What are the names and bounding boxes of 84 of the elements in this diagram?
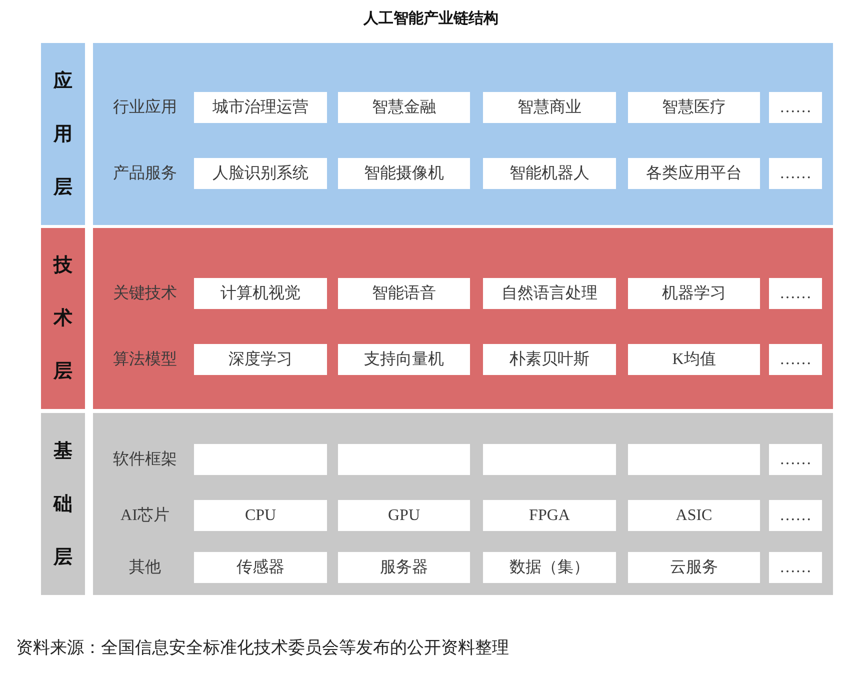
item-box (338, 278, 470, 309)
item-label: 支持向量机 (364, 350, 444, 370)
item-box (483, 500, 616, 531)
item-label: ASIC (676, 506, 712, 526)
layer-panel (93, 228, 833, 409)
item-box (628, 92, 760, 123)
item-box (769, 278, 822, 309)
item-label: CPU (244, 506, 276, 526)
item-label: 智慧商业 (518, 98, 582, 118)
row-label: 关键技术 (113, 284, 177, 304)
item-label: …… (780, 558, 812, 578)
item-label: …… (780, 506, 812, 526)
layer-panel (93, 43, 833, 225)
item-box (483, 278, 616, 309)
item-label: 自然语言处理 (502, 284, 598, 304)
item-label: …… (780, 284, 812, 304)
item-box (769, 552, 822, 583)
item-label: …… (780, 450, 812, 470)
item-label: 智慧金融 (372, 98, 436, 118)
item-label: GPU (388, 506, 420, 526)
item-box (194, 278, 327, 309)
item-box (194, 92, 327, 123)
item-box (338, 552, 470, 583)
item-label: …… (780, 98, 812, 118)
item-box (194, 444, 327, 475)
item-label: 深度学习 (228, 350, 292, 370)
item-box (483, 552, 616, 583)
layer-title: 应用层 (54, 70, 72, 200)
item-label: 智能语音 (372, 284, 436, 304)
row-label: 软件框架 (113, 450, 177, 470)
item-label: 城市治理运营 (212, 98, 308, 118)
item-label: 智慧医疗 (662, 98, 726, 118)
row-label: AI芯片 (120, 506, 170, 526)
diagram-title: 人工智能产业链结构 (364, 9, 498, 28)
item-box (338, 158, 470, 189)
item-label: 人脸识别系统 (212, 164, 308, 184)
layer-band (41, 43, 85, 225)
row-label: 产品服务 (113, 164, 177, 184)
item-label: 各类应用平台 (646, 164, 742, 184)
layer-title: 技术层 (54, 254, 72, 384)
item-box (483, 92, 616, 123)
item-box (194, 500, 327, 531)
item-label: 云服务 (670, 558, 718, 578)
row-label: 行业应用 (113, 98, 177, 118)
item-box (769, 500, 822, 531)
row-label: 算法模型 (113, 350, 177, 370)
item-box (338, 444, 470, 475)
item-box (194, 158, 327, 189)
item-box (628, 444, 760, 475)
item-box (483, 158, 616, 189)
item-box (769, 444, 822, 475)
layer-band (41, 413, 85, 595)
item-label: …… (780, 350, 812, 370)
item-box (628, 158, 760, 189)
item-box (769, 158, 822, 189)
item-box (483, 344, 616, 375)
item-box (628, 278, 760, 309)
item-box (338, 92, 470, 123)
item-label: 传感器 (236, 558, 284, 578)
row-label: 其他 (129, 558, 161, 578)
item-box (628, 344, 760, 375)
item-label: 机器学习 (662, 284, 726, 304)
item-label: 智能机器人 (510, 164, 590, 184)
item-box (769, 92, 822, 123)
item-box (483, 444, 616, 475)
layer-band (41, 228, 85, 409)
item-box (628, 552, 760, 583)
item-box (194, 344, 327, 375)
item-box (769, 344, 822, 375)
item-label: 智能摄像机 (364, 164, 444, 184)
item-label: 计算机视觉 (220, 284, 300, 304)
item-label: FPGA (529, 506, 570, 526)
layer-panel (93, 413, 833, 595)
layer-title: 基础层 (54, 440, 72, 570)
item-label: …… (780, 164, 812, 184)
item-label: 服务器 (380, 558, 428, 578)
item-box (338, 344, 470, 375)
source-caption: 资料来源：全国信息安全标准化技术委员会等发布的公开资料整理 (16, 637, 509, 659)
item-box (338, 500, 470, 531)
item-label: 朴素贝叶斯 (510, 350, 590, 370)
item-label: 数据（集） (510, 558, 590, 578)
item-box (194, 552, 327, 583)
item-box (628, 500, 760, 531)
item-label: K均值 (672, 350, 716, 370)
